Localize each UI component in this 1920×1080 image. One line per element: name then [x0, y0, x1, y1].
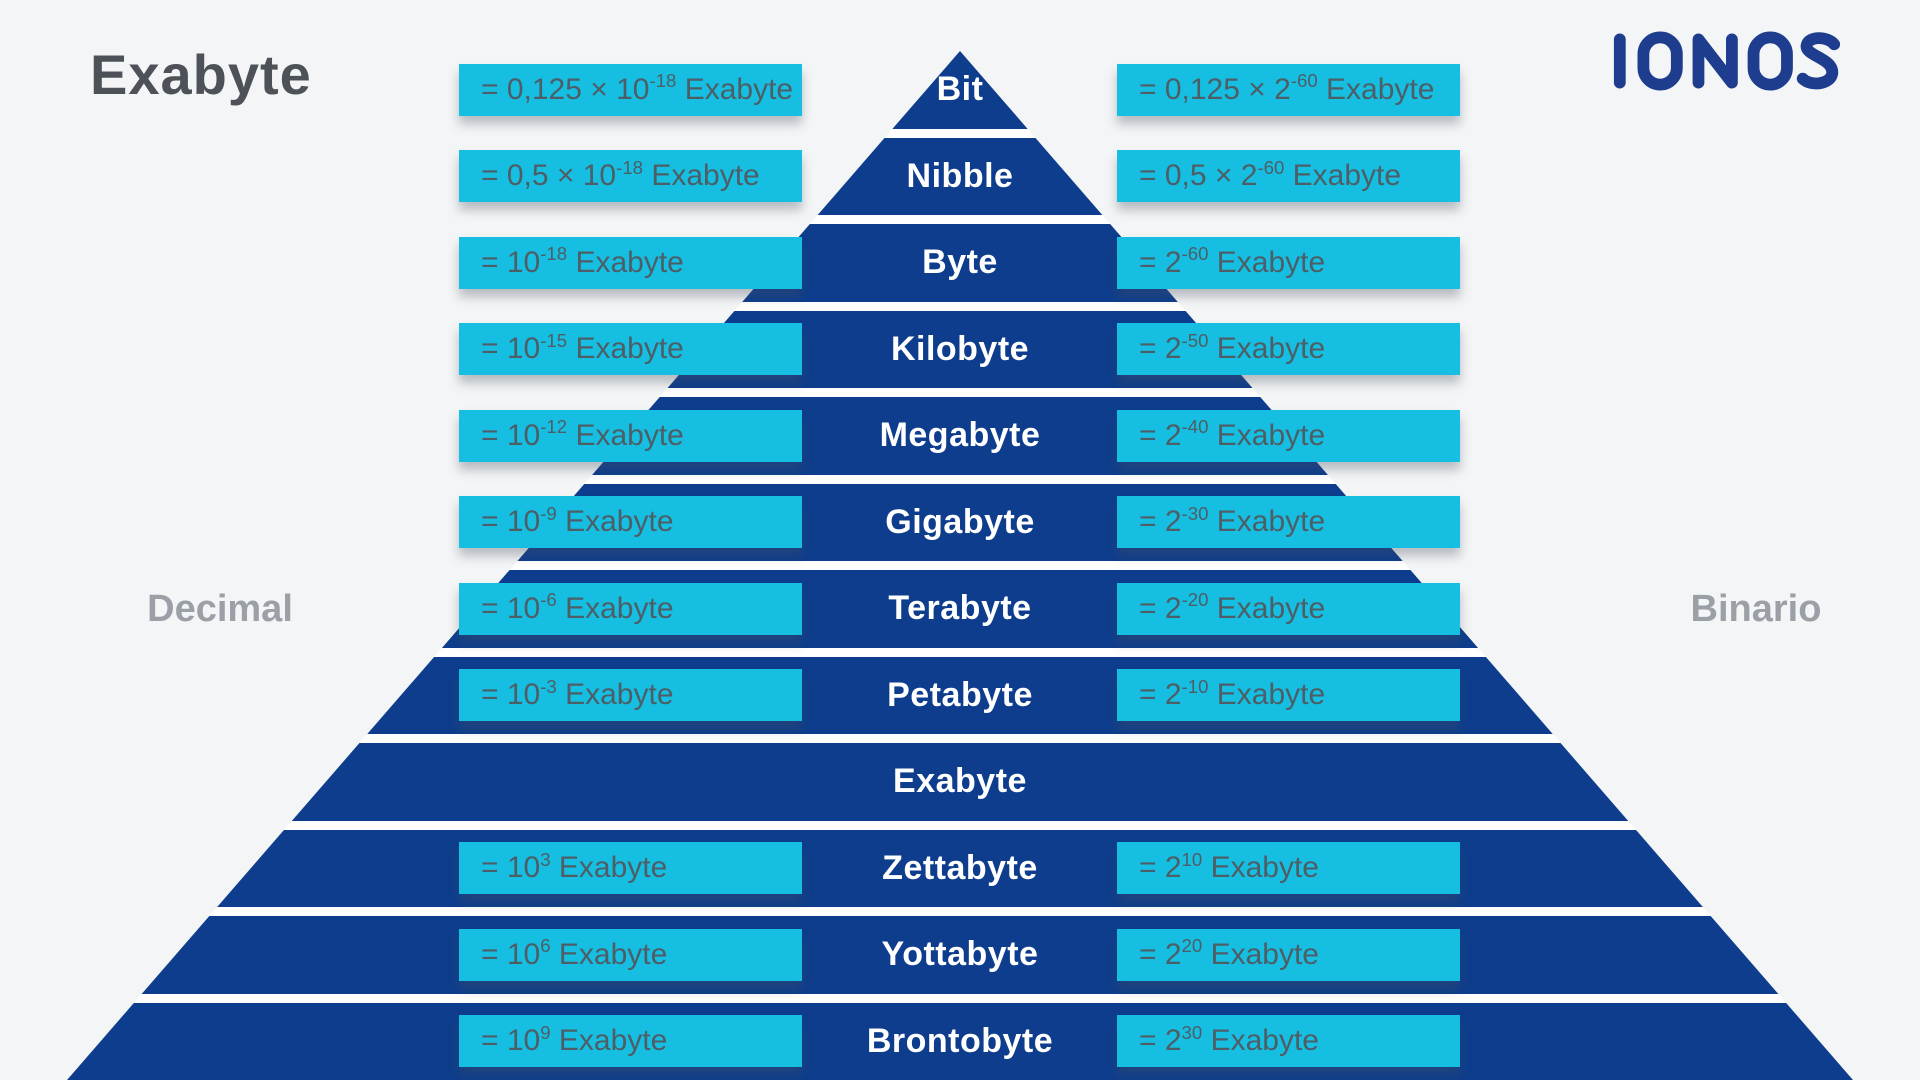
- bit-decimal-value: = 0,125 × 10-18 Exabyte: [459, 63, 802, 116]
- pyramid-band-megabyte: Megabyte: [67, 397, 1853, 475]
- unit-label-brontobyte: Brontobyte: [866, 1021, 1054, 1060]
- bit-binary-value: = 0,125 × 2-60 Exabyte: [1117, 63, 1460, 116]
- ionos-logo: [1608, 28, 1844, 94]
- pyramid-band-petabyte: Petabyte: [67, 656, 1853, 734]
- pyramid-band-brontobyte: Brontobyte: [67, 1002, 1853, 1080]
- unit-label-petabyte: Petabyte: [887, 675, 1033, 714]
- pyramid-band-bit: Bit: [67, 51, 1853, 129]
- pyramid-band-yottabyte: Yottabyte: [67, 916, 1853, 994]
- unit-label-nibble: Nibble: [906, 156, 1014, 195]
- pyramid-band-kilobyte: Kilobyte: [67, 310, 1853, 388]
- byte-decimal-value: = 10-18 Exabyte: [459, 236, 802, 289]
- ionos-logo-icon: [1613, 31, 1841, 91]
- nibble-decimal-value: = 0,5 × 10-18 Exabyte: [459, 150, 802, 203]
- byte-binary-value: = 2-60 Exabyte: [1117, 236, 1460, 289]
- unit-label-terabyte: Terabyte: [888, 589, 1032, 628]
- unit-label-kilobyte: Kilobyte: [890, 329, 1030, 368]
- unit-label-exabyte: Exabyte: [893, 762, 1027, 801]
- pyramid-band-zettabyte: Zettabyte: [67, 829, 1853, 907]
- unit-label-zettabyte: Zettabyte: [882, 848, 1038, 887]
- unit-label-gigabyte: Gigabyte: [885, 502, 1035, 541]
- pyramid-band-exabyte: Exabyte: [67, 743, 1853, 821]
- pyramid-band-gigabyte: Gigabyte: [67, 483, 1853, 561]
- decimal-axis-label: Decimal: [147, 588, 293, 630]
- binary-axis-label: Binario: [1690, 588, 1822, 630]
- unit-label-bit: Bit: [936, 70, 984, 109]
- pyramid-band-nibble: Nibble: [67, 137, 1853, 215]
- unit-label-yottabyte: Yottabyte: [881, 935, 1039, 974]
- pyramid-band-terabyte: Terabyte: [67, 570, 1853, 648]
- unit-label-megabyte: Megabyte: [879, 416, 1041, 455]
- unit-label-byte: Byte: [922, 243, 998, 282]
- nibble-binary-value: = 0,5 × 2-60 Exabyte: [1117, 150, 1460, 203]
- pyramid-band-byte: Byte: [67, 224, 1853, 302]
- page-title: Exabyte: [90, 43, 312, 106]
